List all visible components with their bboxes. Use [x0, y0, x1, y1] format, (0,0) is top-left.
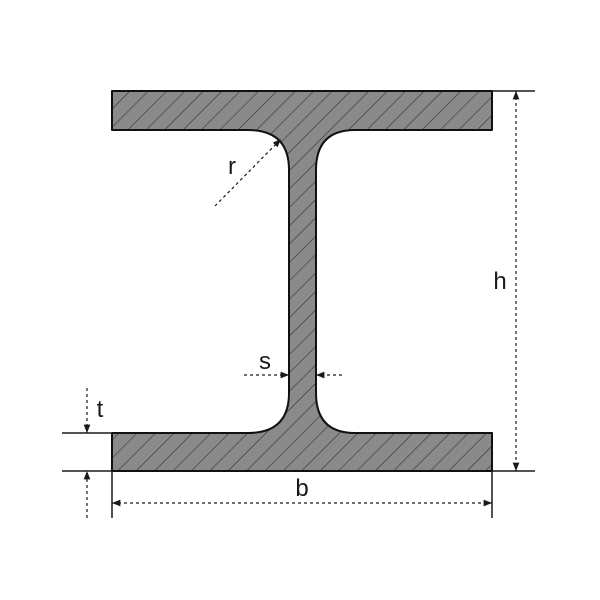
fillet-radius-dimension: r [214, 138, 282, 207]
height-dimension: h [492, 90, 535, 472]
i-beam-profile [111, 90, 493, 472]
fillet-radius-label: r [228, 153, 236, 180]
web-thickness-dimension: s [244, 348, 342, 379]
width-label: b [295, 475, 308, 502]
flange-thickness-label: t [97, 396, 104, 423]
flange-thickness-dimension: t [62, 388, 112, 518]
web-thickness-label: s [259, 348, 271, 375]
width-dimension: b [111, 471, 493, 518]
fillet-radius-leader [214, 138, 282, 207]
height-label: h [493, 268, 506, 295]
